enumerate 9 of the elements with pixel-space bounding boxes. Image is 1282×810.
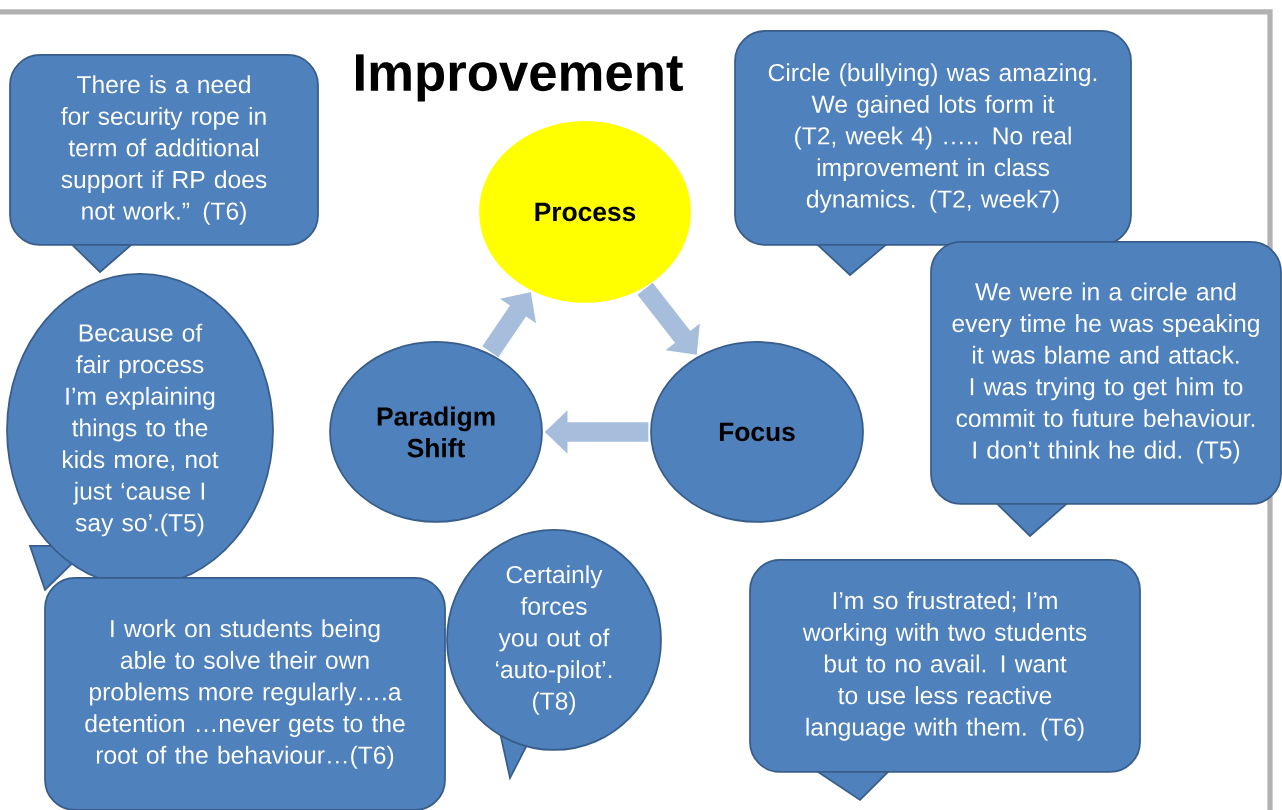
speech-bubble: Because of fair process I’m explaining things to the kids more, not just ‘cause I say so’.(T5)	[6, 273, 274, 592]
speech-bubble: We were in a circle and every time he was speaking it was blame and attack. I was trying to get him to commit to future behaviour. I don’t think he did. (T5)	[930, 241, 1282, 538]
speech-bubble: I’m so frustrated; I’m working with two students but to no avail. I want to use less reactive language with them. (T6)	[749, 559, 1141, 802]
speech-bubble: Certainly forces you out of ‘auto-pilot’. (T8)	[446, 529, 662, 781]
speech-bubble: Circle (bullying) was amazing. We gained lots form it (T2, week 4) ….. No real improvement in class dynamics. (T2, week7)	[734, 30, 1132, 277]
block-arrow	[637, 282, 700, 355]
title: Improvement	[356, 54, 683, 102]
speech-bubble: There is a need for security rope in term of additional support if RP does not work.” (T6)	[9, 54, 319, 274]
speech-bubble: I work on students being able to solve their own problems more regularly….a detention …never gets to the root of the behaviour…(T6)	[44, 577, 446, 810]
